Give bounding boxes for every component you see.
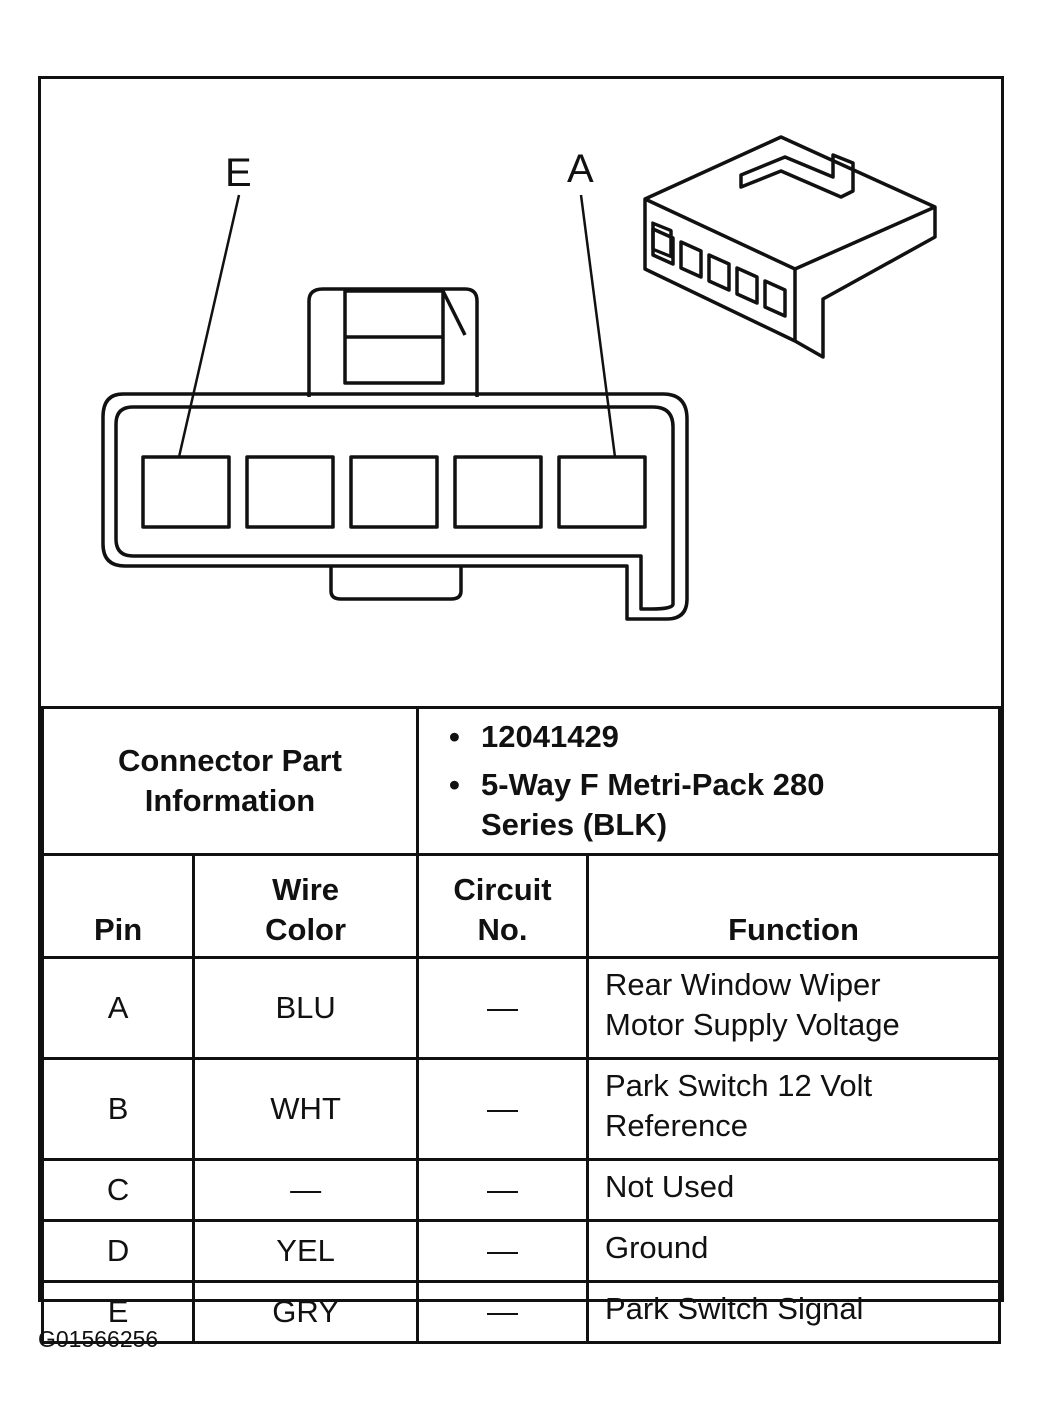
pin-cell: A [40, 956, 196, 1060]
wire-color-cell: BLU [192, 956, 419, 1060]
header-pin: Pin [40, 853, 196, 959]
table-row: B WHT — Park Switch 12 Volt Reference [40, 1057, 1001, 1161]
connector-info-row: Connector Part Information •12041429 •5-… [41, 706, 1001, 856]
wire-color-cell: — [192, 1158, 419, 1222]
table-row: D YEL — Ground [40, 1219, 1001, 1283]
header-wire-color: Wire Color [192, 853, 419, 959]
wire-color-cell: GRY [192, 1280, 419, 1344]
circuit-cell: — [416, 1057, 589, 1161]
function-cell: Not Used [586, 1158, 1001, 1222]
connector-latch [307, 287, 479, 397]
pin-cell: D [40, 1219, 196, 1283]
function-cell: Park Switch 12 Volt Reference [586, 1057, 1001, 1161]
connector-face-diagram [101, 135, 937, 621]
connector-figure: E A Connector Part Information •12041429… [38, 76, 1004, 1344]
connector-part-number: 12041429 [481, 719, 619, 754]
connector-iso-view [643, 135, 937, 359]
pin-cell: C [40, 1158, 196, 1222]
wire-color-cell: YEL [192, 1219, 419, 1283]
connector-body-outer [101, 392, 689, 621]
table-header-row: Pin Wire Color Circuit No. Function [40, 853, 1001, 959]
pin-cavity-a [557, 455, 647, 529]
pin-cavity-e [141, 455, 231, 529]
pin-cavity-b [453, 455, 543, 529]
pin-cell: B [40, 1057, 196, 1161]
leader-line-a [579, 194, 617, 458]
connector-pinout-table: Connector Part Information •12041429 •5-… [40, 706, 1001, 1344]
header-function: Function [586, 853, 1001, 959]
table-row: C — — Not Used [40, 1158, 1001, 1222]
function-cell: Park Switch Signal [586, 1280, 1001, 1344]
pin-cavity-c [349, 455, 439, 529]
connector-info-label: Connector Part Information [41, 706, 419, 856]
connector-key [329, 566, 463, 601]
function-cell: Ground [586, 1219, 1001, 1283]
connector-body-inner [114, 405, 675, 611]
label-pin-a: A [567, 147, 594, 191]
pin-cavity-d [245, 455, 335, 529]
pin-cell: E [40, 1280, 196, 1344]
circuit-cell: — [416, 1219, 589, 1283]
wire-color-cell: WHT [192, 1057, 419, 1161]
connector-description: 5-Way F Metri-Pack 280 Series (BLK) [481, 767, 825, 842]
table-row: E GRY — Park Switch Signal [40, 1280, 1001, 1344]
header-circuit: Circuit No. [416, 853, 589, 959]
circuit-cell: — [416, 956, 589, 1060]
circuit-cell: — [416, 1280, 589, 1344]
table-row: A BLU — Rear Window Wiper Motor Supply V… [40, 956, 1001, 1060]
leader-line-e [177, 194, 241, 458]
connector-info-values: •12041429 •5-Way F Metri-Pack 280 Series… [416, 706, 1001, 856]
circuit-cell: — [416, 1158, 589, 1222]
label-pin-e: E [225, 151, 252, 195]
figure-code: G01566256 [38, 1326, 159, 1352]
function-cell: Rear Window Wiper Motor Supply Voltage [586, 956, 1001, 1060]
